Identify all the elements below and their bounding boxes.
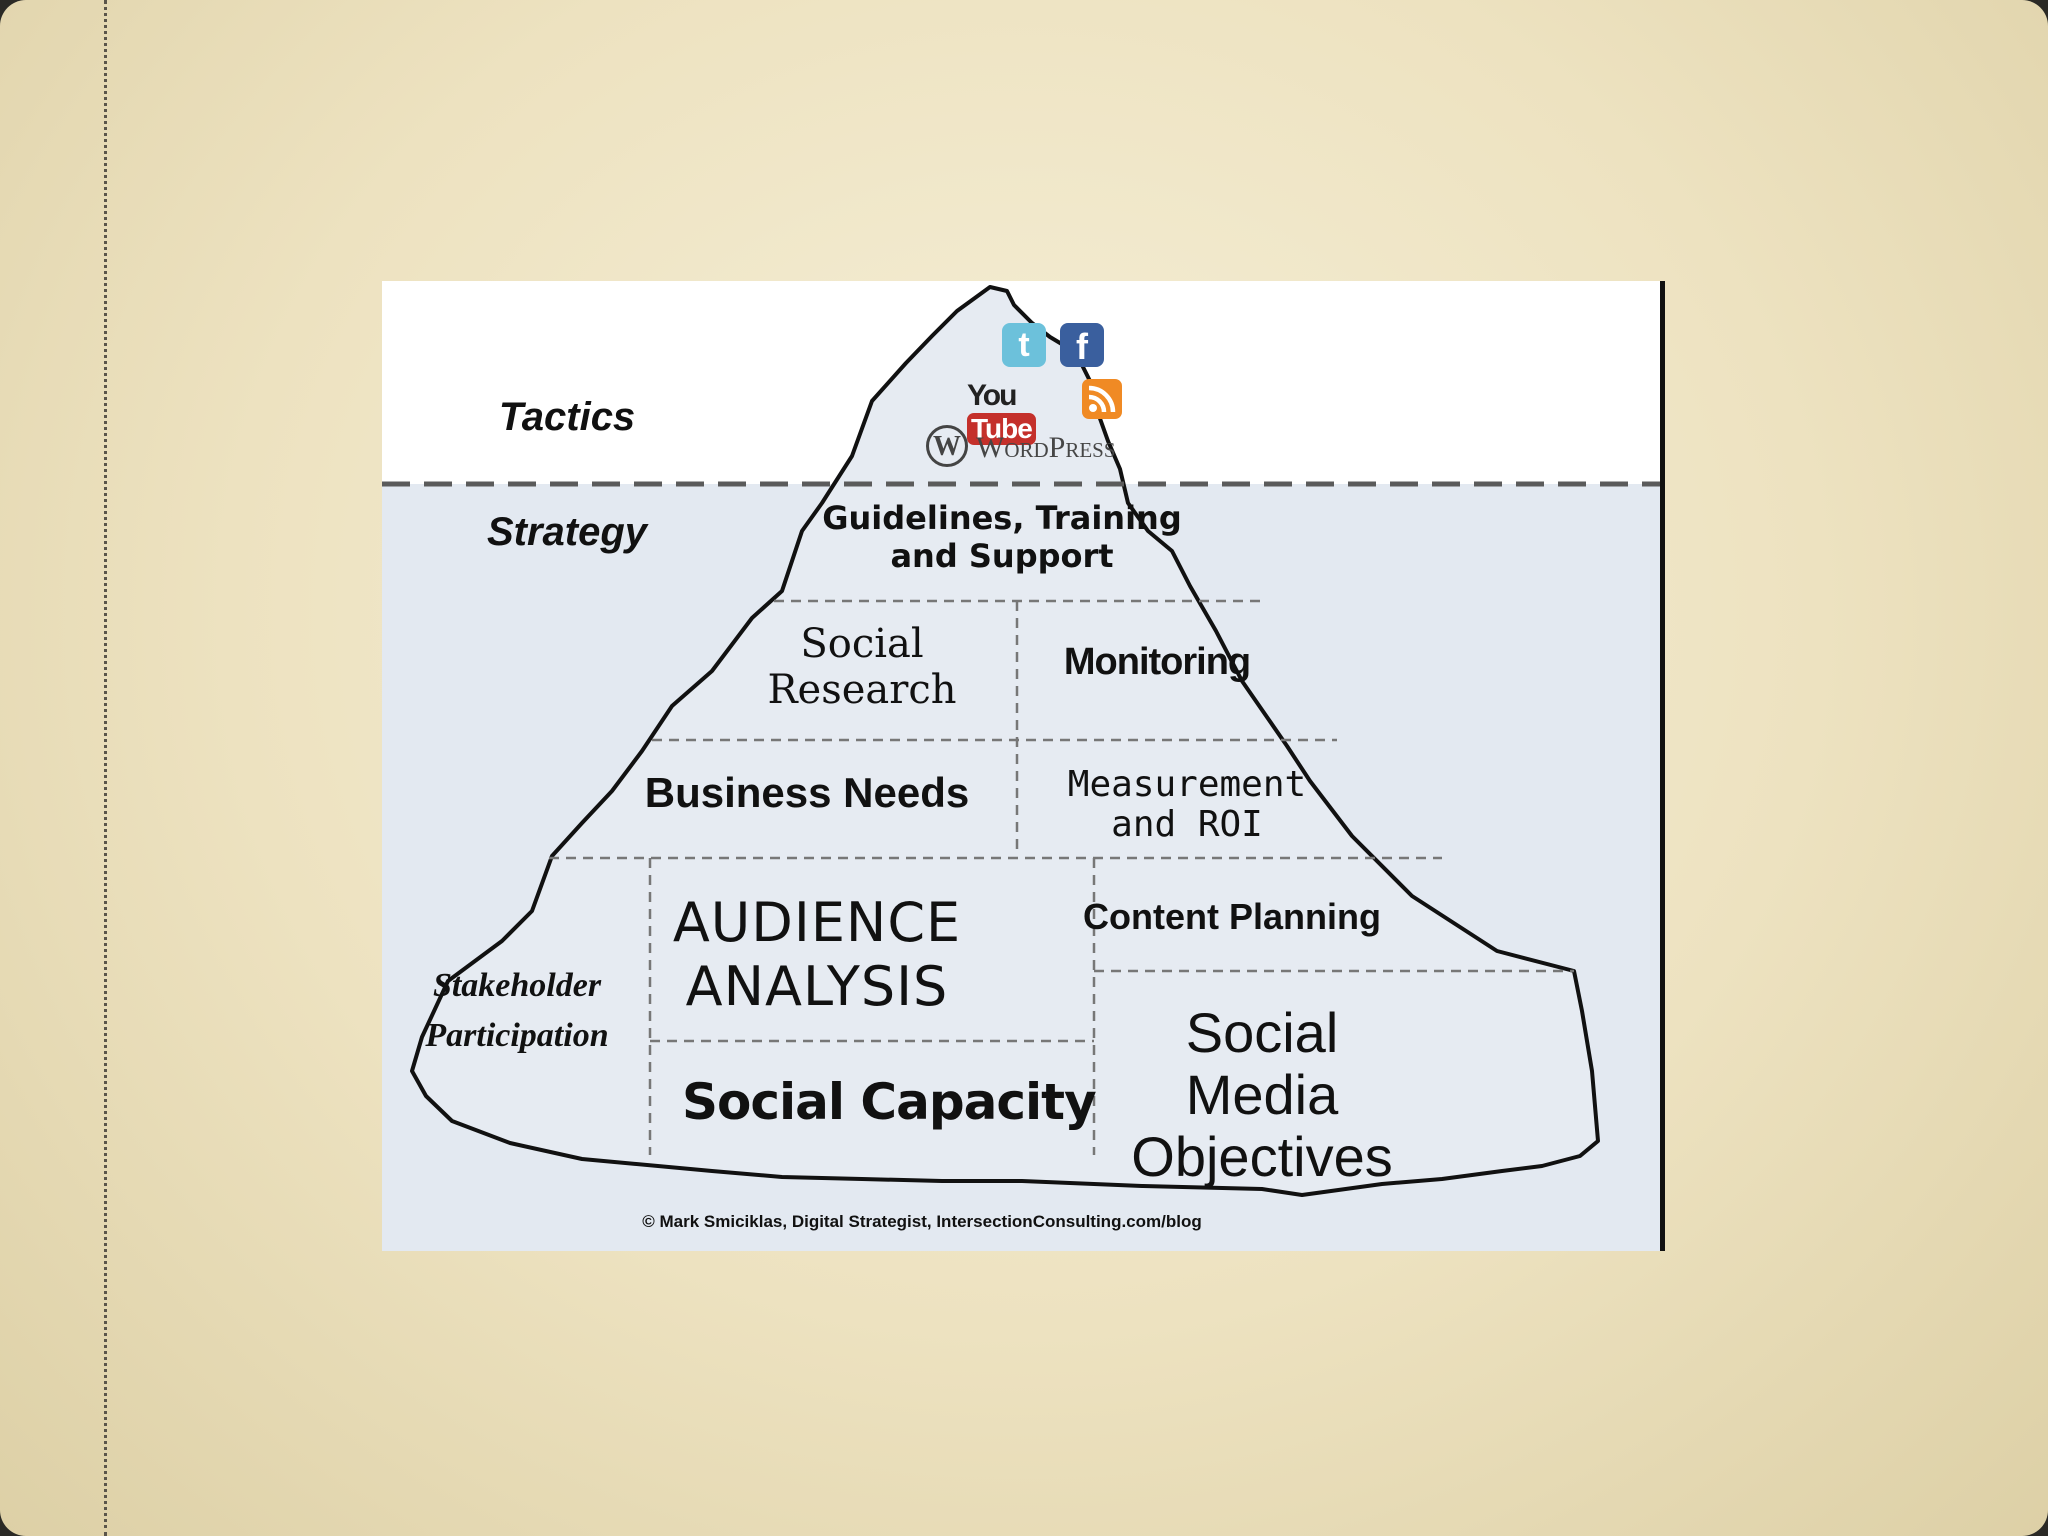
twitter-icon: t bbox=[1002, 323, 1046, 367]
measurement-roi-label: Measurement and ROI bbox=[1067, 764, 1307, 845]
section-dividers bbox=[549, 599, 1574, 1155]
facebook-icon: f bbox=[1060, 323, 1104, 367]
wordpress-wordmark: WordPress bbox=[976, 431, 1116, 464]
iceberg-graphic bbox=[382, 281, 1665, 1251]
monitoring-label: Monitoring bbox=[1063, 641, 1251, 683]
guidelines-label: Guidelines, Training and Support bbox=[822, 499, 1182, 575]
credit-line: © Mark Smiciklas, Digital Strategist, In… bbox=[642, 1212, 1202, 1231]
iceberg-figure: Tactics Strategy t f YouTube W WordPress… bbox=[382, 281, 1665, 1251]
social-media-objectives-label: Social Media Objectives bbox=[1131, 1001, 1393, 1188]
youtube-you-text: You bbox=[967, 379, 1017, 412]
social-research-label: Social Research bbox=[767, 621, 957, 713]
rss-icon bbox=[1082, 379, 1122, 419]
strategy-label: Strategy bbox=[486, 510, 648, 554]
wordpress-icon: W WordPress bbox=[926, 425, 1166, 471]
social-capacity-label: Social Capacity bbox=[682, 1073, 1097, 1131]
margin-dotted-line bbox=[104, 0, 107, 1536]
audience-analysis-label: AUDIENCE ANALYSIS bbox=[672, 891, 962, 1018]
content-planning-label: Content Planning bbox=[1083, 896, 1381, 937]
rss-glyph bbox=[1088, 385, 1116, 413]
tactics-label: Tactics bbox=[498, 395, 636, 439]
stakeholder-participation-label: Stakeholder Participation bbox=[425, 967, 609, 1054]
right-edge bbox=[1660, 281, 1665, 1251]
youtube-icon: YouTube bbox=[967, 379, 1067, 445]
wordpress-logo-icon: W bbox=[926, 425, 968, 467]
business-needs-label: Business Needs bbox=[644, 769, 970, 816]
youtube-tube-text: Tube bbox=[967, 413, 1036, 445]
